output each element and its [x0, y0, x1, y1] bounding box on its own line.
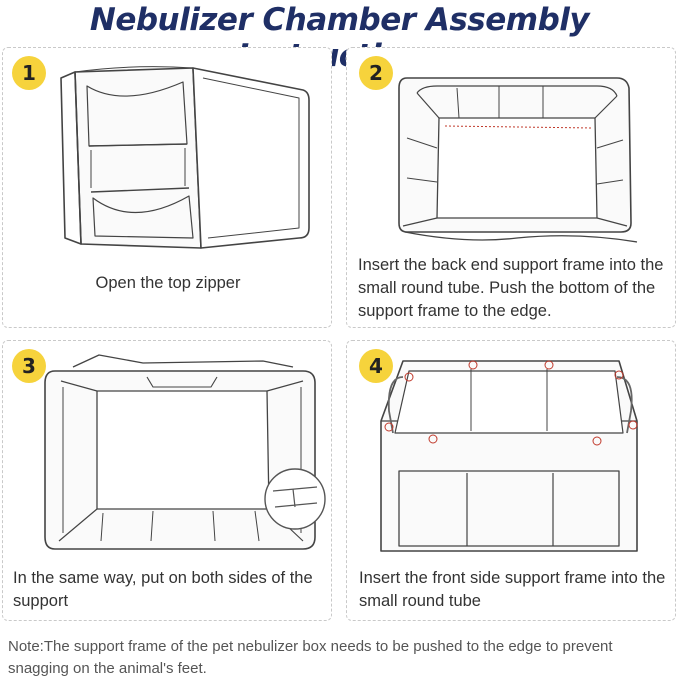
footnote: Note:The support frame of the pet nebuli… [8, 638, 613, 677]
step-4-panel: 4 Insert the front side support frame in… [346, 340, 676, 621]
step-3-caption: In the same way, put on both sides of th… [13, 569, 313, 610]
step-3-badge: 3 [12, 349, 46, 383]
step-4-badge: 4 [359, 349, 393, 383]
step-2-panel: 2 Insert the back end support frame into… [346, 47, 676, 328]
step-3-illustration [44, 354, 326, 550]
step-4-illustration [380, 360, 638, 552]
step-2-badge: 2 [359, 56, 393, 90]
step-3-panel: 3 In the same way, put on both sides of … [2, 340, 332, 621]
step-2-caption: Insert the back end support frame into t… [358, 256, 664, 320]
step-1-caption: Open the top zipper [95, 274, 241, 292]
step-1-panel: 1 Open the top zipper [2, 47, 332, 328]
step-1-illustration [60, 66, 310, 249]
step-4-caption: Insert the front side support frame into… [359, 569, 666, 610]
step-1-badge: 1 [12, 56, 46, 90]
step-2-illustration [398, 77, 638, 243]
